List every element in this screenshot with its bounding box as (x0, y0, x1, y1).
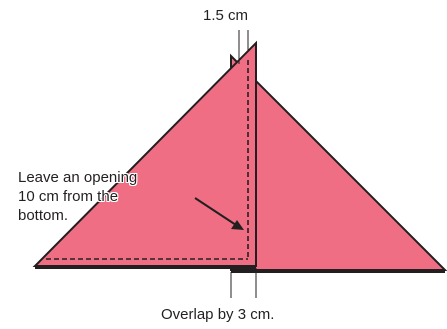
right-triangle-piece (230, 53, 447, 271)
overlap-label: Overlap by 3 cm. (161, 306, 275, 323)
opening-arrow-icon (194, 197, 244, 230)
left-triangle-piece (32, 40, 257, 267)
opening-note: Leave an opening 10 cm from the bottom. (18, 168, 137, 225)
opening-note-line: bottom. (18, 207, 69, 224)
seam-width-label: 1.5 cm (203, 7, 249, 24)
opening-note-line: Leave an opening (18, 169, 138, 186)
opening-note-line: 10 cm from the (18, 188, 119, 205)
